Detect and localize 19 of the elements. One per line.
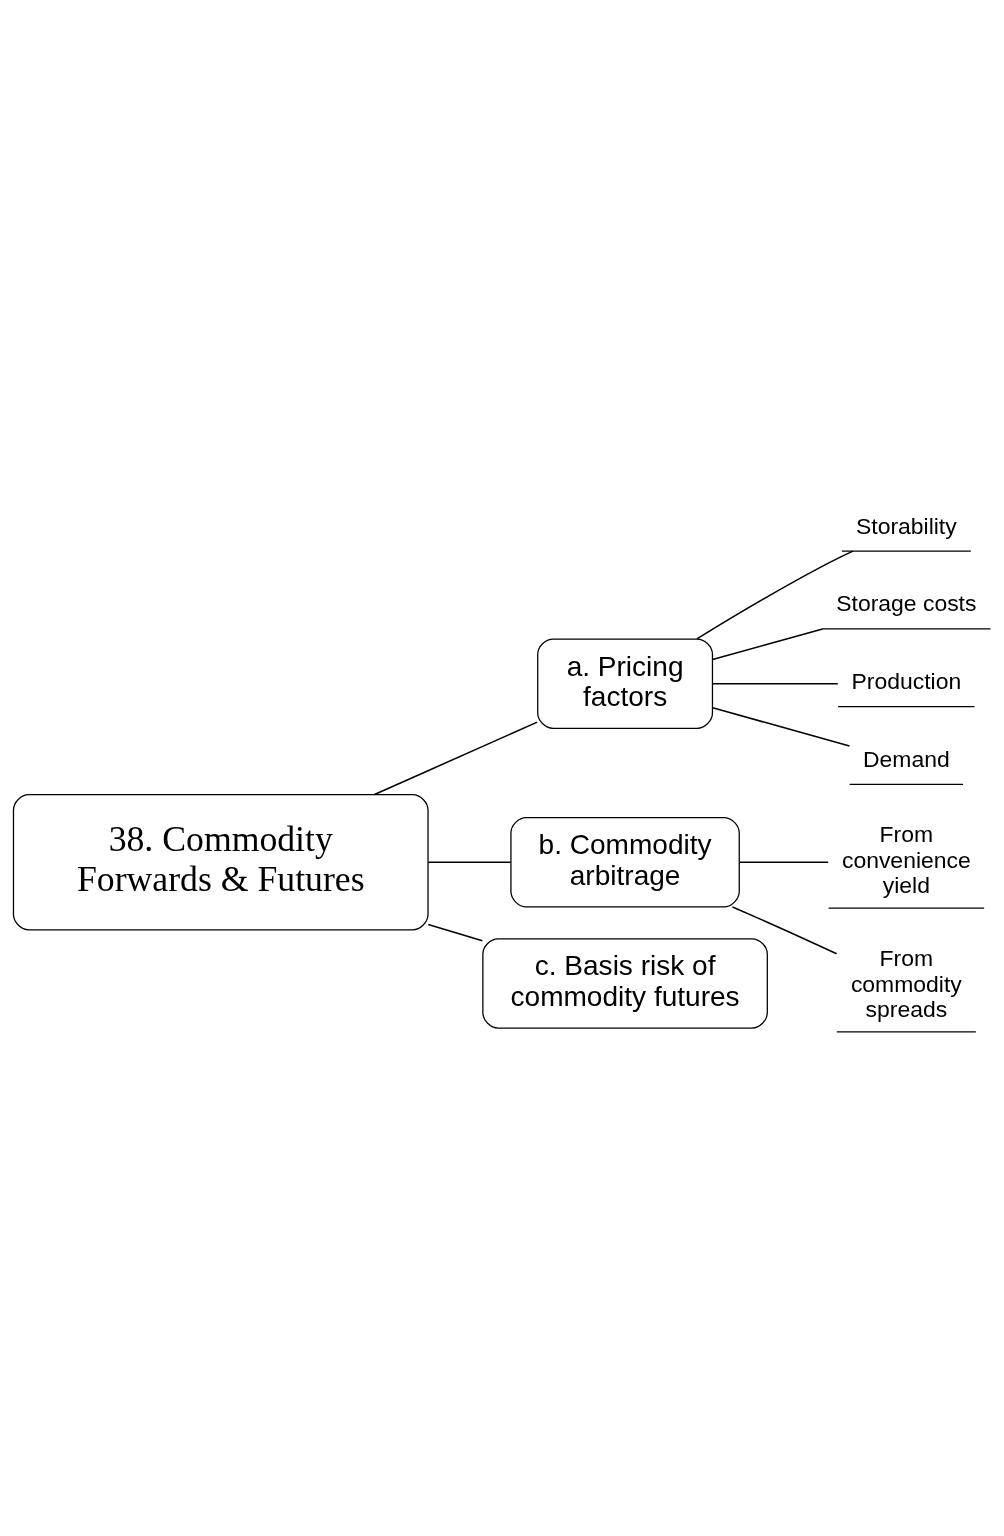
- node-box: b. Commodity arbitrage: [510, 816, 740, 908]
- node-text: Storability: [855, 512, 957, 539]
- node-text: From convenience yield: [841, 820, 971, 898]
- connector: [731, 905, 838, 955]
- connector: [427, 923, 484, 942]
- connector: [738, 861, 829, 863]
- connector: [427, 861, 512, 863]
- node-box: 38. Commodity Forwards & Futures: [12, 793, 429, 930]
- connector: [711, 627, 824, 660]
- node-box: c. Basis risk of commodity futures: [482, 937, 768, 1029]
- connector: [711, 706, 851, 747]
- node-box: a. Pricing factors: [537, 637, 714, 729]
- connector: [696, 549, 854, 640]
- node-text: Production: [851, 667, 962, 694]
- node-text: Demand: [862, 745, 950, 772]
- node-text: From commodity spreads: [850, 944, 962, 1022]
- connector: [373, 720, 538, 795]
- connector: [711, 682, 839, 684]
- node-text: Storage costs: [836, 589, 977, 616]
